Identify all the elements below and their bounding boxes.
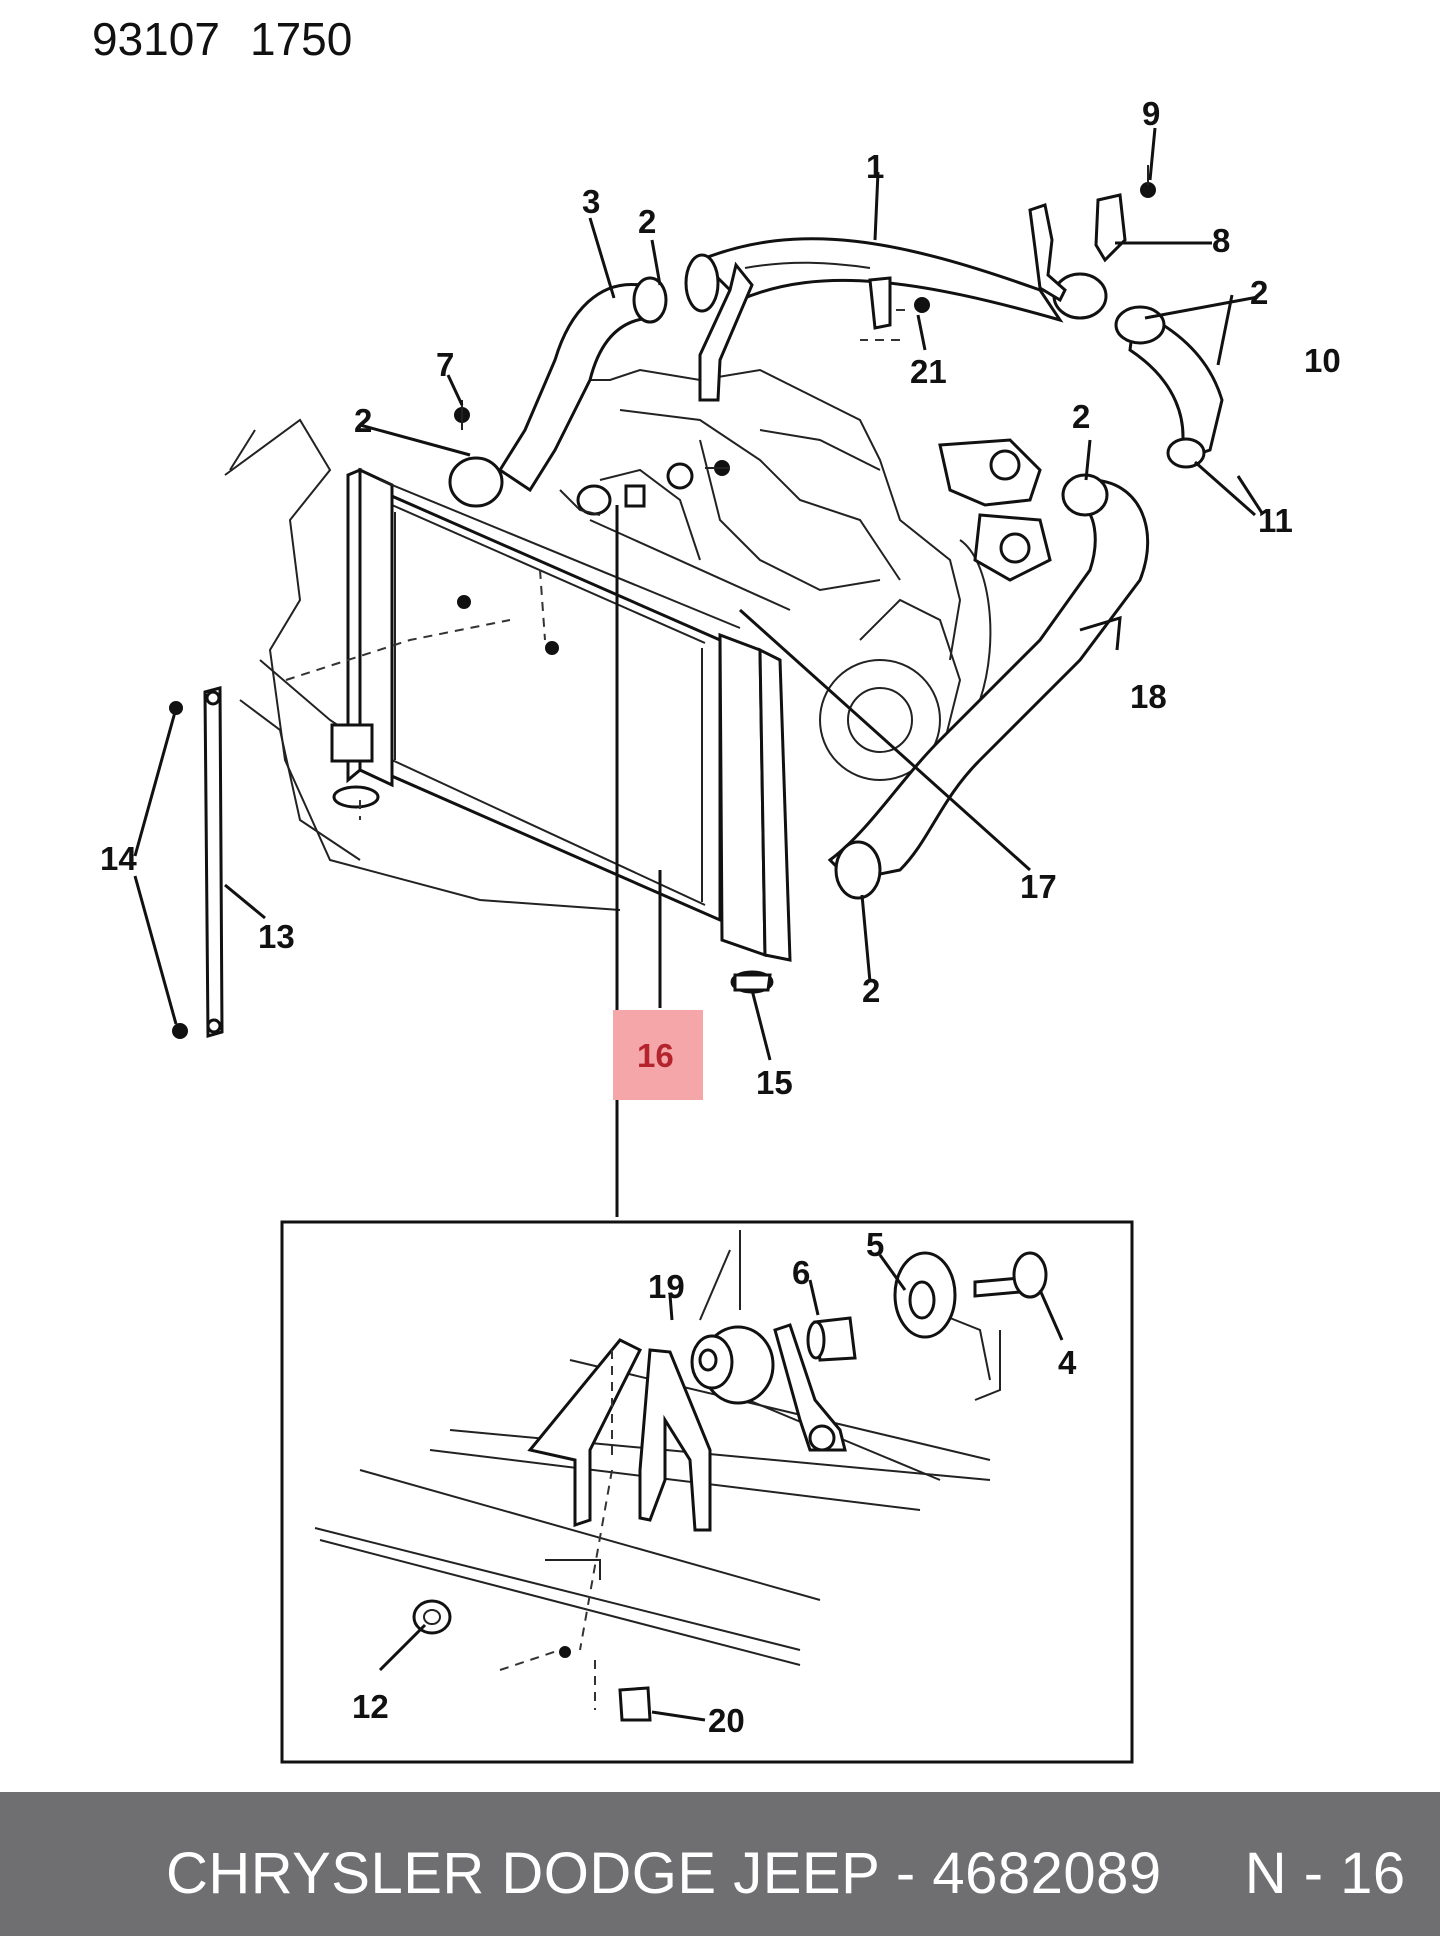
- hose-10: [1114, 305, 1224, 469]
- doc-page-number: 1750: [250, 13, 352, 65]
- callout-6: 6: [792, 1254, 810, 1291]
- doc-number: 93107: [92, 13, 220, 65]
- callout-18: 18: [1130, 678, 1167, 715]
- inset-detail: [280, 1220, 1134, 1764]
- callout-4: 4: [1058, 1344, 1077, 1381]
- callout-8: 8: [1212, 222, 1230, 259]
- fasteners: [169, 165, 1156, 1039]
- callout-10: 10: [1304, 342, 1341, 379]
- footer-separator: -: [895, 1841, 916, 1906]
- callout-20: 20: [708, 1702, 745, 1739]
- callout-2: 2: [354, 402, 372, 439]
- hose-bracket: [698, 193, 1127, 402]
- callout-5: 5: [866, 1226, 884, 1263]
- radiator-assembly: [285, 467, 792, 994]
- callout-15: 15: [756, 1064, 793, 1101]
- callout-12: 12: [352, 1688, 389, 1725]
- callout-2: 2: [1072, 398, 1090, 435]
- callout-13: 13: [258, 918, 295, 955]
- callout-9: 9: [1142, 95, 1160, 132]
- callout-19: 19: [648, 1268, 685, 1305]
- callout-1: 1: [866, 148, 884, 185]
- hose-18: [827, 473, 1150, 900]
- callout-3: 3: [582, 183, 600, 220]
- part-16-highlight: [613, 1010, 703, 1100]
- callout-numbers: 1 2 2 2 2 2 3 4 5 6 7 8 9 10 11 12 13 14…: [100, 95, 1341, 1739]
- footer-page-ref: N - 16: [1244, 1841, 1406, 1906]
- callout-16: 16: [637, 1037, 674, 1074]
- callout-21: 21: [910, 353, 947, 390]
- footer-caption: CHRYSLER DODGE JEEP - 4682089 N - 16: [166, 1840, 1406, 1907]
- footer-brand: CHRYSLER DODGE JEEP: [166, 1841, 880, 1906]
- callout-2: 2: [1250, 274, 1268, 311]
- callout-2: 2: [862, 972, 880, 1009]
- thermostat-housing: [938, 438, 1052, 582]
- parts-diagram: 93107 1750: [92, 13, 1341, 1764]
- footer-part-number: 4682089: [932, 1841, 1162, 1906]
- footer-bar: [0, 1792, 1440, 1936]
- callout-7: 7: [436, 346, 454, 383]
- strap-13: [203, 686, 224, 1038]
- callout-14: 14: [100, 840, 137, 877]
- callout-17: 17: [1020, 868, 1057, 905]
- hose-3: [448, 276, 668, 508]
- callout-11: 11: [1258, 502, 1293, 539]
- callout-2: 2: [638, 203, 656, 240]
